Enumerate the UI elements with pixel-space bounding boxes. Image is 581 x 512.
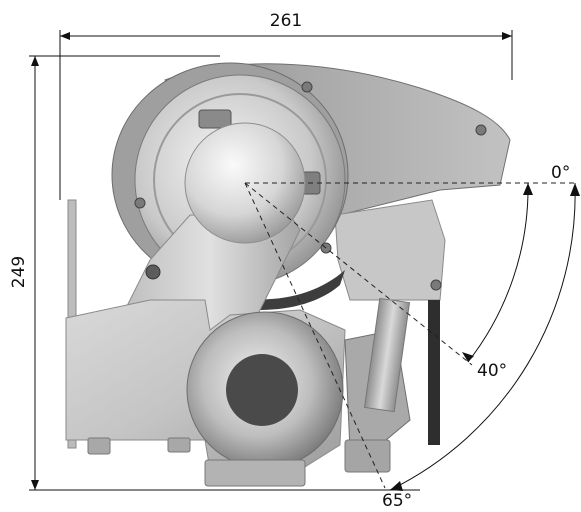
arc-0-40	[467, 182, 529, 363]
ray-65	[244, 182, 386, 489]
angle-65-label: 65°	[382, 491, 412, 511]
angle-0-label: 0°	[551, 163, 570, 183]
screw-2	[475, 124, 487, 136]
slicer-illustration	[65, 62, 511, 487]
arrow-0-inner	[523, 183, 533, 195]
side-bracket	[334, 199, 446, 301]
angle-40-label: 40°	[477, 361, 507, 381]
ray-40	[244, 182, 473, 366]
tilt-angles: 0° 40° 65°	[244, 163, 580, 511]
blade-tab-top	[198, 109, 232, 129]
motor-cap	[226, 354, 298, 426]
foot-base	[204, 459, 306, 487]
screw-6	[145, 264, 161, 280]
height-dimension: 249	[9, 55, 420, 491]
arc-0-65	[389, 182, 576, 491]
support-rod	[363, 297, 411, 413]
arrow-40	[462, 352, 474, 362]
arrow-65	[390, 481, 403, 491]
foot-left	[87, 437, 111, 455]
screw-3	[134, 197, 146, 209]
stand-post	[428, 300, 440, 445]
screw-5	[430, 279, 442, 291]
width-dimension: 261	[59, 11, 513, 200]
foot-mid	[167, 437, 191, 453]
foot-right	[344, 439, 391, 473]
arrow-0-outer	[570, 183, 580, 196]
height-label: 249	[9, 256, 29, 288]
screw-1	[301, 81, 313, 93]
width-label: 261	[270, 11, 302, 31]
